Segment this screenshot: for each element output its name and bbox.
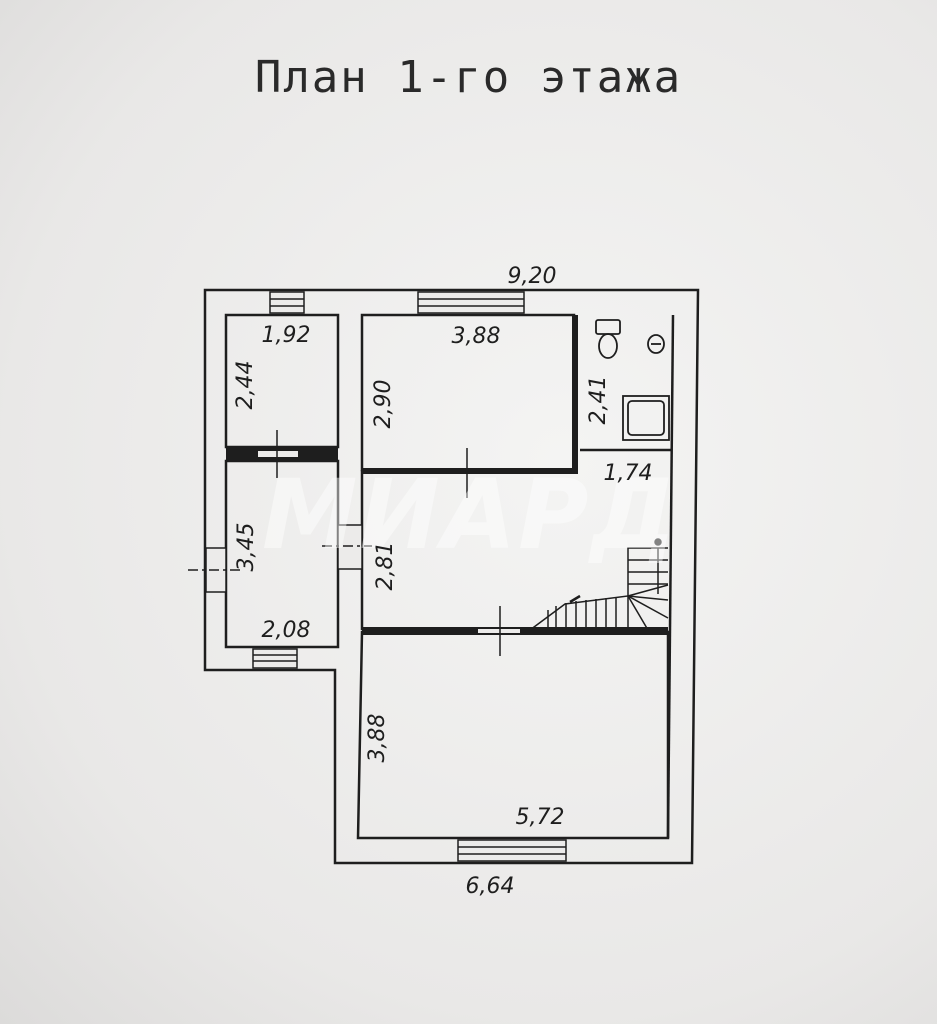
watermark: МИАРД [262,459,678,571]
partition-hall-door [478,629,520,633]
window-bottom-left [252,648,298,669]
dim-bottom-width: 6,64 [466,874,515,899]
shower-icon [622,395,670,441]
dim-room-small-top-depth: 2,44 [233,361,258,410]
sink-icon [647,334,665,354]
dim-room-left-width: 2,08 [262,618,311,643]
dim-overall-width: 9,20 [508,264,557,289]
bath-fixtures [595,319,670,441]
dim-bath-depth: 2,41 [586,376,611,425]
dim-room-top-depth: 2,90 [371,380,396,429]
dim-bath-width: 1,74 [604,461,653,486]
dim-hall-depth: 2,81 [373,542,398,591]
stairs [529,538,669,631]
page-title: План 1-го этажа [254,52,683,103]
toilet-icon [595,319,621,359]
dim-room-top-width: 3,88 [452,324,501,349]
partition-bath [572,315,578,474]
dim-room-large-depth: 3,88 [365,714,390,763]
dim-room-large-width: 5,72 [516,805,565,830]
window-bottom [457,839,567,862]
window-top-middle [417,291,525,314]
room-large-outline [356,630,670,840]
door-hall-left [337,524,363,570]
partition-left-door [258,451,298,457]
walls [203,288,700,865]
window-top-left [269,291,305,314]
dim-room-small-top-width: 1,92 [262,323,311,348]
windows [205,291,567,862]
outer-wall [203,288,700,865]
partition-top-room [362,468,578,474]
dim-room-left-depth: 3,45 [234,523,259,572]
hatched-partitions [226,315,668,635]
section-markers [188,430,501,656]
